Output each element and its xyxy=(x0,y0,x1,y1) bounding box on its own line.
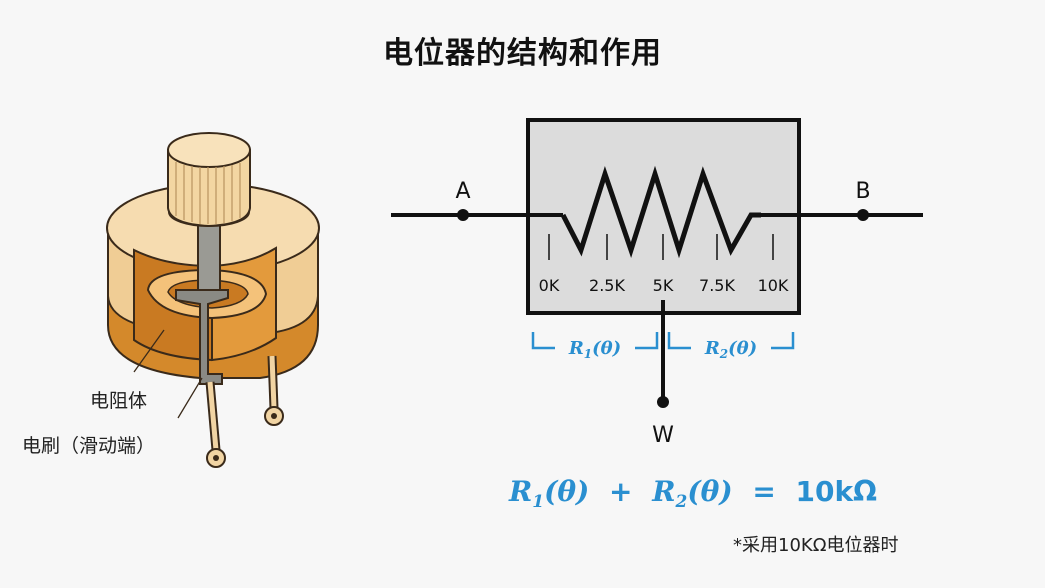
eq-r2-arg: (θ) xyxy=(687,475,732,508)
terminal-right-hole xyxy=(271,413,277,419)
tick-label-2: 5K xyxy=(653,276,674,295)
eq-equals: = xyxy=(752,475,775,508)
wiper-leader-line xyxy=(177,377,203,419)
wiper-label: 电刷（滑动端） xyxy=(22,435,156,457)
potentiometer-illustration xyxy=(106,132,320,468)
r1-bracket-right xyxy=(635,332,659,350)
eq-r1-sub: 1 xyxy=(532,492,544,512)
potentiometer-schematic: A B 0K 2.5K 5K 7.5K 10K W R1(θ) R2(θ) xyxy=(391,118,923,448)
eq-r1: R xyxy=(508,475,532,508)
terminal-w-label: W xyxy=(652,423,674,448)
r2-bracket-right xyxy=(771,332,795,350)
tick-label-1: 2.5K xyxy=(589,276,625,295)
r2-bracket xyxy=(667,332,691,350)
wiper-arm xyxy=(175,289,229,385)
pot-knob-top xyxy=(167,132,251,168)
knob-ridges xyxy=(175,162,241,224)
pot-knob xyxy=(167,149,251,228)
terminal-right-pin-fill xyxy=(269,355,277,409)
tick-label-0: 0K xyxy=(539,276,560,295)
terminal-a-dot xyxy=(457,209,469,221)
footnote: *采用10KΩ电位器时 xyxy=(733,535,899,556)
svg-text:R1(θ) + R2(θ): R1(θ) + R2(θ) = 10kΩ xyxy=(508,475,877,512)
r1-label: R1(θ) xyxy=(568,338,621,361)
scale-ticks xyxy=(548,234,774,260)
equation: R1(θ) + R2(θ) = 10kΩ xyxy=(508,475,877,512)
eq-plus: + xyxy=(609,475,632,508)
terminal-b-dot xyxy=(857,209,869,221)
r2-label: R2(θ) xyxy=(704,338,757,361)
eq-r1-arg: (θ) xyxy=(544,475,589,508)
eq-value: 10kΩ xyxy=(796,475,878,508)
resistor-label: 电阻体 xyxy=(90,390,148,412)
eq-r2: R xyxy=(651,475,675,508)
eq-r2-sub: 2 xyxy=(675,492,688,512)
terminal-left-pin-fill xyxy=(207,381,219,451)
resistor-zigzag xyxy=(560,165,761,259)
r1-bracket xyxy=(531,332,555,350)
terminal-w-dot xyxy=(657,396,669,408)
page-title: 电位器的结构和作用 xyxy=(383,36,662,71)
terminal-a-label: A xyxy=(455,179,470,204)
terminal-b-label: B xyxy=(855,179,870,204)
tick-label-3: 7.5K xyxy=(699,276,735,295)
tick-label-4: 10K xyxy=(758,276,789,295)
terminal-left-hole xyxy=(213,455,219,461)
resistor-leader-line xyxy=(133,329,165,373)
